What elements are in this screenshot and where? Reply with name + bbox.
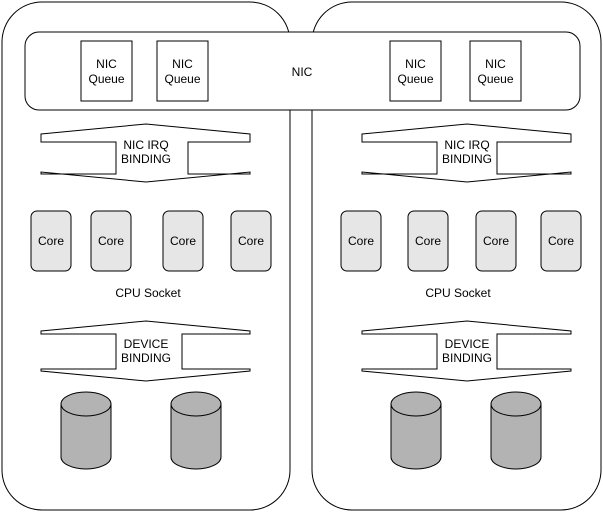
nic-irq-binding-label-line1: NIC IRQ xyxy=(444,138,489,152)
core-box xyxy=(162,210,204,272)
core-box xyxy=(407,210,449,272)
core-label: Core xyxy=(98,234,124,248)
core: Core xyxy=(475,210,517,272)
core-label: Core xyxy=(170,234,196,248)
nic-queue: NIC Queue xyxy=(469,40,522,102)
core-box xyxy=(90,210,132,272)
core: Core xyxy=(340,210,382,272)
core-label: Core xyxy=(238,234,264,248)
core-box xyxy=(30,210,72,272)
disk-icon xyxy=(170,391,222,470)
nic-irq-binding-arrow: NIC IRQ BINDING xyxy=(361,123,572,183)
nic-queue: NIC Queue xyxy=(80,40,133,102)
numa-node-left xyxy=(1,1,291,511)
nic-queue-label-line1: NIC xyxy=(405,57,426,71)
nic-queue-box xyxy=(469,40,522,102)
core-label: Core xyxy=(483,234,509,248)
double-arrow-shape xyxy=(361,123,572,183)
device-binding-arrow: DEVICE BINDING xyxy=(40,320,251,382)
core-label: Core xyxy=(348,234,374,248)
nic-queue-box xyxy=(156,40,209,102)
nic-queue-label-line2: Queue xyxy=(397,72,433,86)
nic-queue-label-line1: NIC xyxy=(172,57,193,71)
cpu-socket-label: CPU Socket xyxy=(115,286,181,300)
core-box xyxy=(475,210,517,272)
core-box xyxy=(340,210,382,272)
core: Core xyxy=(230,210,272,272)
core-box xyxy=(540,210,582,272)
core-label: Core xyxy=(38,234,64,248)
nic-queue-label-line1: NIC xyxy=(485,57,506,71)
numa-node-right xyxy=(311,1,602,511)
core-label: Core xyxy=(548,234,574,248)
nic-label: NIC xyxy=(292,65,313,79)
nic-queue-label-line2: Queue xyxy=(164,72,200,86)
core: Core xyxy=(90,210,132,272)
device-binding-arrow: DEVICE BINDING xyxy=(361,320,572,382)
nic-queue: NIC Queue xyxy=(389,40,442,102)
device-binding-label-line2: BINDING xyxy=(442,351,492,365)
double-arrow-shape xyxy=(361,320,572,382)
nic-irq-binding-label-line1: NIC IRQ xyxy=(123,138,168,152)
core: Core xyxy=(540,210,582,272)
double-arrow-shape xyxy=(40,320,251,382)
nic-queue-box xyxy=(389,40,442,102)
device-binding-label-line2: BINDING xyxy=(121,351,171,365)
nic-queue-label-line1: NIC xyxy=(96,57,117,71)
nic-irq-binding-label-line2: BINDING xyxy=(121,152,171,166)
cpu-socket-label: CPU Socket xyxy=(425,286,491,300)
nic-queue-label-line2: Queue xyxy=(477,72,513,86)
nic-irq-binding-label-line2: BINDING xyxy=(442,152,492,166)
nic-queue-label-line2: Queue xyxy=(88,72,124,86)
disk-icon xyxy=(490,391,542,470)
core: Core xyxy=(407,210,449,272)
numa-node-right-box xyxy=(311,1,602,511)
nic-queue: NIC Queue xyxy=(156,40,209,102)
device-binding-label-line1: DEVICE xyxy=(124,337,169,351)
core-label: Core xyxy=(415,234,441,248)
device-binding-label-line1: DEVICE xyxy=(445,337,490,351)
numa-node-left-box xyxy=(1,1,291,511)
nic-queue-box xyxy=(80,40,133,102)
double-arrow-shape xyxy=(40,123,251,183)
disk-icon xyxy=(60,391,112,470)
core: Core xyxy=(30,210,72,272)
disk-icon xyxy=(390,391,442,470)
nic-irq-binding-arrow: NIC IRQ BINDING xyxy=(40,123,251,183)
core: Core xyxy=(162,210,204,272)
core-box xyxy=(230,210,272,272)
